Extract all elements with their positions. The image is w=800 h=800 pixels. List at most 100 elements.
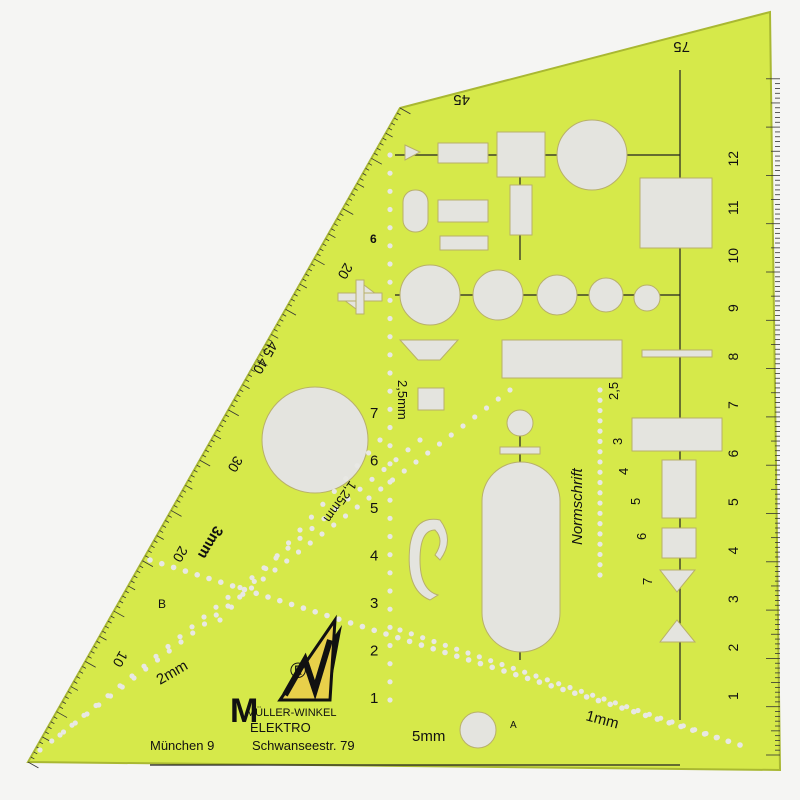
scale-number: 4 [725, 547, 741, 555]
dot [387, 261, 393, 267]
dot [501, 668, 507, 674]
dot [324, 612, 330, 619]
tick [313, 258, 325, 266]
dot [387, 624, 393, 630]
dot [383, 631, 389, 637]
dot [371, 627, 378, 634]
tick [325, 238, 330, 242]
diagonal-number: 20 [335, 261, 357, 283]
tick [159, 530, 164, 533]
dot [454, 653, 460, 659]
tick [259, 354, 264, 357]
muller-winkel-logo: M ® [230, 614, 342, 730]
tick [185, 484, 193, 490]
tick [359, 178, 364, 181]
dot [406, 638, 413, 645]
tick [102, 630, 107, 634]
tick [342, 208, 354, 215]
right-ruler-ticks [766, 78, 780, 756]
dot [597, 469, 603, 475]
tick [70, 686, 79, 691]
scale-number: 5 [725, 498, 741, 506]
tick [110, 615, 115, 619]
angle-45-label: 45 [453, 91, 470, 108]
dot [297, 527, 303, 533]
dot [81, 712, 87, 718]
dot [365, 450, 372, 456]
dot [454, 646, 460, 652]
size-number: 7 [640, 578, 655, 585]
tick [273, 329, 278, 332]
dot [597, 572, 603, 578]
dot [572, 690, 578, 696]
tick [385, 132, 393, 138]
tick [202, 454, 207, 458]
circle-5mm-label: 5mm [412, 728, 445, 745]
tick [53, 716, 58, 720]
tick [311, 263, 315, 267]
dot [37, 747, 43, 753]
dot [597, 551, 603, 558]
dot [342, 513, 349, 519]
dot [387, 443, 393, 449]
dot [431, 638, 437, 645]
dot [646, 711, 652, 717]
dot [448, 432, 454, 438]
tick [130, 580, 135, 584]
dot [387, 588, 393, 594]
dot [194, 572, 200, 578]
tick [122, 595, 127, 599]
dot [430, 646, 437, 652]
tick [374, 152, 378, 156]
dot [182, 568, 189, 574]
dot [692, 727, 698, 733]
dot [556, 681, 562, 687]
diagonal-ruler-ticks [27, 107, 411, 769]
tick [299, 283, 308, 289]
dot [217, 617, 223, 623]
scale-number: 10 [725, 248, 741, 264]
tick [93, 645, 98, 649]
svg-text:®: ® [290, 658, 306, 683]
tick [210, 439, 215, 443]
dot [366, 495, 372, 501]
dot [69, 722, 75, 728]
dot [251, 578, 257, 585]
dot [488, 658, 494, 664]
dot [597, 397, 603, 403]
dot [397, 627, 403, 633]
tick [133, 575, 138, 579]
tick [288, 303, 293, 307]
dot [248, 585, 255, 591]
dot [578, 688, 584, 694]
dot [597, 438, 603, 444]
tick [276, 323, 281, 327]
tick [59, 706, 64, 709]
dot [141, 663, 147, 669]
tick [382, 137, 387, 141]
dot [229, 583, 236, 589]
tick [399, 107, 411, 115]
dot [377, 437, 383, 443]
tick [339, 213, 344, 216]
dot [510, 665, 516, 671]
dot [159, 560, 165, 567]
tick [39, 741, 44, 745]
dot [241, 586, 248, 593]
dot [408, 631, 414, 637]
scale-number: 8 [725, 353, 741, 361]
dot [228, 604, 235, 610]
tick [322, 243, 327, 247]
dot [387, 206, 393, 213]
dot [93, 702, 99, 709]
dot [60, 729, 67, 735]
dot [597, 428, 603, 434]
tick [179, 495, 184, 498]
tick [44, 731, 49, 735]
dot [331, 522, 337, 528]
dot [680, 723, 686, 729]
tick [308, 268, 313, 272]
dot [597, 531, 603, 537]
